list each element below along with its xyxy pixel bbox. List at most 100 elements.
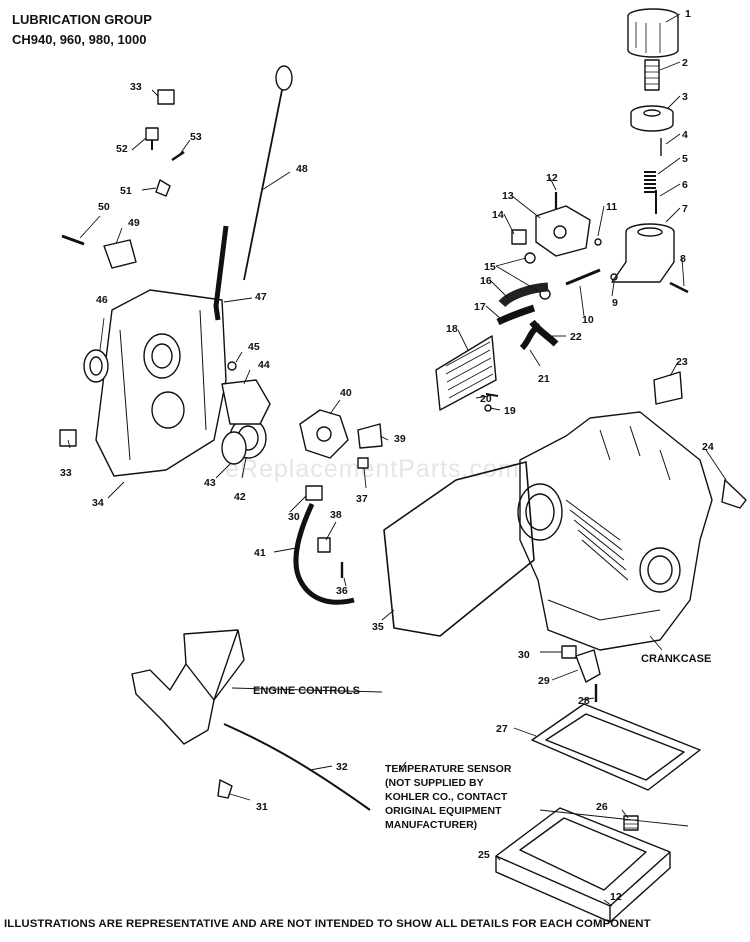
callout-47[interactable]: 47 xyxy=(255,291,267,303)
callout-29[interactable]: 29 xyxy=(538,675,550,687)
pickup-tube-part[interactable] xyxy=(293,502,355,605)
callout-27[interactable]: 27 xyxy=(496,723,508,735)
dipstick-part[interactable] xyxy=(243,65,293,281)
hose-part[interactable] xyxy=(496,304,536,326)
closure-plate-part[interactable] xyxy=(95,289,227,477)
callout-9[interactable]: 9 xyxy=(612,297,618,309)
bracket-part[interactable] xyxy=(653,371,683,405)
callout-30[interactable]: 30 xyxy=(518,649,530,661)
cooler-screw-part[interactable] xyxy=(485,393,499,397)
o-ring-part[interactable] xyxy=(610,273,618,281)
callout-3[interactable]: 3 xyxy=(682,91,688,103)
callout-19[interactable]: 19 xyxy=(504,405,516,417)
callout-49[interactable]: 49 xyxy=(128,217,140,229)
callout-31[interactable]: 31 xyxy=(256,801,268,813)
callout-28[interactable]: 28 xyxy=(578,695,590,707)
oil-seal-part[interactable] xyxy=(83,349,109,383)
housing-screw-part[interactable] xyxy=(669,281,689,294)
pipe-plug-part[interactable] xyxy=(561,645,577,659)
sensor-plug-part[interactable] xyxy=(623,815,639,831)
oil-pan-adapter-part[interactable] xyxy=(495,807,671,923)
callout-48[interactable]: 48 xyxy=(296,163,308,175)
pump-gear-part[interactable] xyxy=(221,431,247,465)
oil-filter-nipple-part[interactable] xyxy=(644,59,660,91)
oil-cooler-part[interactable] xyxy=(435,335,497,411)
callout-11[interactable]: 11 xyxy=(606,201,617,213)
callout-42[interactable]: 42 xyxy=(234,491,246,503)
callout-44[interactable]: 44 xyxy=(258,359,270,371)
callout-24[interactable]: 24 xyxy=(702,441,714,453)
bracket-screw-part[interactable] xyxy=(61,234,85,246)
oil-filter-housing-part[interactable] xyxy=(611,223,675,283)
callout-36[interactable]: 36 xyxy=(336,585,348,597)
callout-4[interactable]: 4 xyxy=(682,129,688,141)
callout-20[interactable]: 20 xyxy=(480,393,492,405)
callout-30[interactable]: 30 xyxy=(288,511,300,523)
callout-14[interactable]: 14 xyxy=(492,209,504,221)
engine-controls-part[interactable] xyxy=(131,629,245,745)
clip-part[interactable] xyxy=(217,779,233,799)
oil-cooler-adapter-part[interactable] xyxy=(535,205,591,257)
hose-clamp-part[interactable] xyxy=(317,537,331,553)
callout-45[interactable]: 45 xyxy=(248,341,260,353)
filter-adapter-part[interactable] xyxy=(630,105,674,132)
callout-5[interactable]: 5 xyxy=(682,153,688,165)
return-hose-part[interactable] xyxy=(529,319,559,347)
callout-18[interactable]: 18 xyxy=(446,323,458,335)
callout-1[interactable]: 1 xyxy=(685,8,691,20)
callout-52[interactable]: 52 xyxy=(116,143,128,155)
callout-41[interactable]: 41 xyxy=(254,547,266,559)
dipstick-tube-part[interactable] xyxy=(213,225,229,321)
callout-22[interactable]: 22 xyxy=(570,331,582,343)
callout-43[interactable]: 43 xyxy=(204,477,216,489)
gasket-part[interactable] xyxy=(531,703,701,791)
callout-21[interactable]: 21 xyxy=(538,373,550,385)
callout-46[interactable]: 46 xyxy=(96,294,108,306)
crankcase-part[interactable] xyxy=(517,411,713,651)
mounting-bracket-part[interactable] xyxy=(103,239,137,269)
callout-51[interactable]: 51 xyxy=(120,185,132,197)
callout-7[interactable]: 7 xyxy=(682,203,688,215)
callout-40[interactable]: 40 xyxy=(340,387,352,399)
callout-25[interactable]: 25 xyxy=(478,849,490,861)
callout-8[interactable]: 8 xyxy=(680,253,686,265)
pump-housing-part[interactable] xyxy=(221,379,271,425)
oil-pump-part[interactable] xyxy=(299,409,349,459)
plug-part[interactable] xyxy=(511,229,527,245)
callout-16[interactable]: 16 xyxy=(480,275,492,287)
callout-23[interactable]: 23 xyxy=(676,356,688,368)
callout-12[interactable]: 12 xyxy=(610,891,622,903)
callout-17[interactable]: 17 xyxy=(474,301,486,313)
callout-15[interactable]: 15 xyxy=(484,261,496,273)
fitting-part[interactable] xyxy=(565,268,601,286)
oil-hose-part[interactable] xyxy=(498,282,549,308)
fill-tube-screw-part[interactable] xyxy=(171,151,185,161)
elbow-fitting-part[interactable] xyxy=(575,649,601,683)
callout-34[interactable]: 34 xyxy=(92,497,104,509)
sensor-bracket-part[interactable] xyxy=(357,423,383,449)
callout-10[interactable]: 10 xyxy=(582,314,594,326)
oil-pressure-switch-part[interactable] xyxy=(145,127,159,150)
tube-bracket-part[interactable] xyxy=(155,179,171,197)
control-cable-part[interactable] xyxy=(223,723,371,811)
closure-gasket-part[interactable] xyxy=(383,461,535,637)
seal-ring-part[interactable] xyxy=(524,252,536,264)
oil-fill-cap-part[interactable] xyxy=(157,89,175,105)
callout-12[interactable]: 12 xyxy=(546,172,558,184)
callout-33[interactable]: 33 xyxy=(60,467,72,479)
callout-32[interactable]: 32 xyxy=(336,761,348,773)
callout-50[interactable]: 50 xyxy=(98,201,110,213)
callout-35[interactable]: 35 xyxy=(372,621,384,633)
callout-13[interactable]: 13 xyxy=(502,190,514,202)
cover-plate-part[interactable] xyxy=(721,479,747,509)
callout-37[interactable]: 37 xyxy=(356,493,368,505)
callout-53[interactable]: 53 xyxy=(190,131,202,143)
callout-38[interactable]: 38 xyxy=(330,509,342,521)
oil-filter-part[interactable] xyxy=(627,8,679,58)
nut-part[interactable] xyxy=(357,457,369,469)
o-ring-pump-part[interactable] xyxy=(227,361,237,371)
callout-26[interactable]: 26 xyxy=(596,801,608,813)
callout-2[interactable]: 2 xyxy=(682,57,688,69)
callout-6[interactable]: 6 xyxy=(682,179,688,191)
callout-39[interactable]: 39 xyxy=(394,433,406,445)
